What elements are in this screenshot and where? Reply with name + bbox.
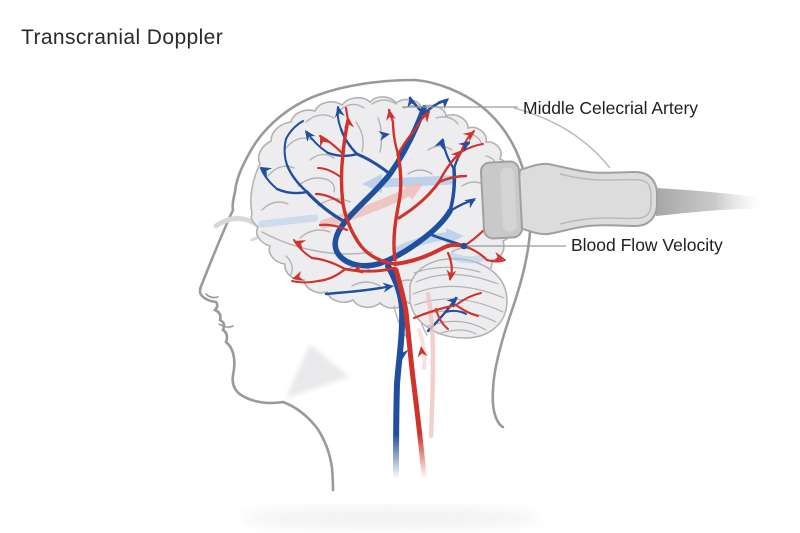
flow-streak-dot bbox=[448, 252, 485, 264]
decorative-arc bbox=[513, 107, 611, 169]
page-title: Transcranial Doppler bbox=[21, 26, 224, 49]
artery-label: Middle Celecrial Artery bbox=[523, 98, 699, 118]
nostril-line bbox=[205, 293, 219, 299]
probe-pad-highlight bbox=[500, 167, 517, 232]
neck-shadow bbox=[286, 344, 349, 398]
probe-body-inner-line bbox=[559, 173, 652, 225]
cerebellum bbox=[409, 257, 508, 339]
flow-arrow-pink-upright bbox=[319, 183, 424, 229]
measurement-dot bbox=[460, 242, 468, 250]
neck-fade bbox=[368, 434, 460, 490]
ultrasound-probe bbox=[479, 160, 762, 240]
bottom-shadow bbox=[240, 506, 540, 530]
mouth-line bbox=[218, 323, 234, 328]
velocity-label: Blood Flow Velocity bbox=[571, 235, 723, 255]
back-of-head-outline bbox=[413, 78, 532, 429]
probe-body bbox=[516, 162, 658, 236]
face-outline bbox=[198, 78, 417, 492]
flow-streak-left bbox=[258, 214, 319, 228]
probe-cable bbox=[656, 188, 762, 216]
